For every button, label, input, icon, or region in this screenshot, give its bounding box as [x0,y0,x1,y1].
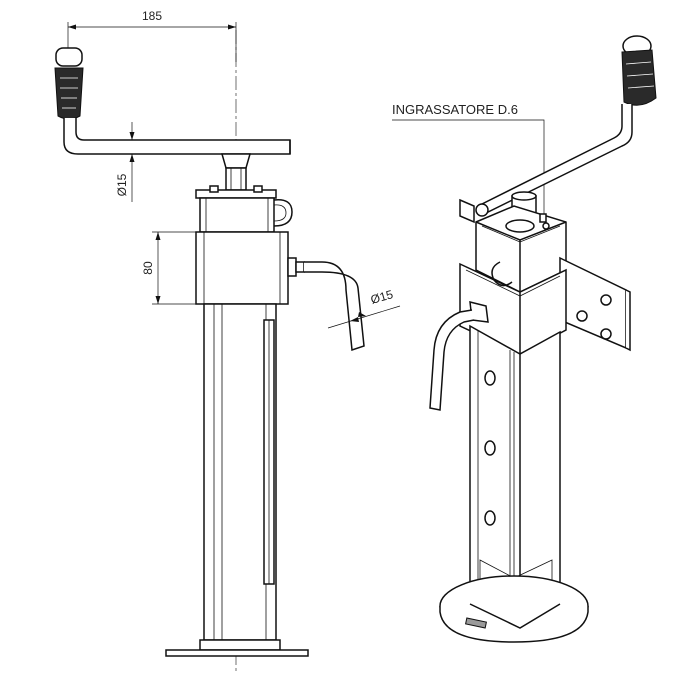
iso-grease-pipe [429,301,489,411]
main-tube [203,303,277,641]
width-dimension: 185 [67,9,237,62]
crank-diameter-dimension: Ø15 [115,122,135,202]
front-view: 185 Ø15 [54,9,401,672]
iso-crank-grip [621,35,657,106]
clamp-block [195,231,289,305]
iso-clamp [459,261,567,355]
crank-arm [63,118,291,155]
width-dimension-label: 185 [142,9,162,23]
crank-diameter-label: Ø15 [115,173,129,196]
iso-mounting-plate [459,198,631,352]
clamp-height-dimension: 80 [141,231,196,305]
grease-nipple-label: INGRASSATORE D.6 [392,102,518,117]
screw-head [221,153,251,191]
iso-crank-arm [475,104,633,217]
isometric-view: INGRASSATORE D.6 [392,35,657,643]
pipe-diameter-label: Ø15 [369,287,395,307]
crank-grip [54,47,84,120]
foot-plate [165,639,309,657]
pipe-diameter-dimension: Ø15 [327,287,401,329]
clamp-height-label: 80 [141,261,155,275]
grease-pipe [287,257,365,352]
top-cap [195,185,293,233]
iso-foot-plate [439,575,589,643]
